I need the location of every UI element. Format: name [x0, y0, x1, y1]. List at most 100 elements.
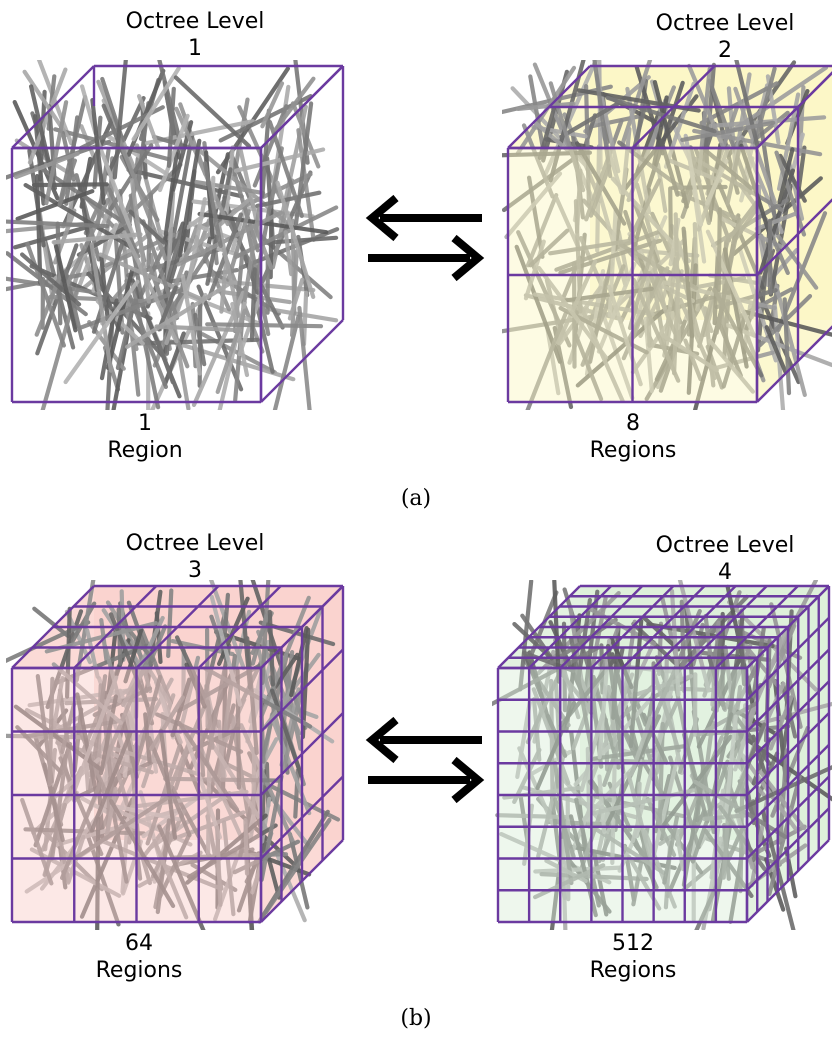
octree-cube-level-3: [6, 580, 345, 930]
level-4-title-text: Octree Level: [655, 533, 795, 558]
fiber: [630, 732, 664, 844]
fiber: [60, 702, 77, 754]
fiber: [696, 66, 712, 177]
fiber: [147, 265, 190, 369]
fiber: [712, 350, 775, 371]
fiber: [98, 694, 119, 776]
fiber: [90, 97, 106, 205]
fiber: [156, 285, 178, 332]
grid-line: [260, 319, 344, 403]
fiber: [533, 865, 623, 874]
fiber: [154, 678, 176, 740]
fiber: [272, 314, 301, 410]
fiber: [91, 241, 125, 334]
fiber: [250, 613, 269, 666]
fiber: [169, 784, 212, 859]
fiber: [616, 229, 631, 282]
fiber: [51, 662, 124, 725]
octree-cube-level-1: [6, 60, 345, 410]
fiber: [51, 232, 143, 245]
fiber: [703, 147, 754, 191]
fiber: [523, 653, 544, 698]
fiber-bundle: [6, 60, 340, 410]
fiber: [725, 323, 832, 368]
fiber: [293, 101, 314, 226]
fiber: [573, 333, 604, 402]
fiber: [715, 316, 743, 378]
fiber: [260, 108, 271, 199]
fiber: [217, 225, 241, 318]
fiber: [270, 688, 304, 778]
fiber: [166, 86, 176, 168]
grid-line: [197, 585, 282, 669]
fiber: [668, 158, 723, 184]
octree-cube-level-4: [492, 580, 832, 930]
fiber: [31, 182, 109, 188]
fiber: [641, 615, 681, 652]
level-1-count: 1: [138, 411, 152, 436]
fiber: [669, 588, 681, 697]
fiber: [58, 756, 104, 857]
fiber: [163, 705, 206, 802]
fiber: [215, 825, 223, 907]
fiber: [766, 623, 797, 689]
fiber: [504, 171, 563, 240]
fiber: [673, 212, 682, 346]
fiber: [535, 700, 577, 791]
fiber: [267, 119, 304, 218]
fiber: [14, 151, 80, 180]
fiber: [502, 311, 612, 334]
fiber: [297, 305, 312, 410]
level-2-region-count: 8 Regions: [568, 410, 698, 464]
fiber: [709, 788, 726, 880]
fiber: [552, 580, 561, 684]
fiber: [29, 847, 122, 898]
subdivision-grid: [506, 64, 832, 404]
grid-line: [746, 839, 830, 923]
fiber: [580, 264, 626, 367]
fiber: [25, 241, 67, 348]
fiber: [6, 219, 110, 229]
fiber: [158, 728, 178, 840]
fiber: [290, 249, 299, 338]
grid-line: [746, 775, 830, 860]
fiber: [119, 712, 139, 779]
fiber: [301, 290, 309, 347]
fiber: [502, 150, 584, 213]
bidirectional-arrows-icon: [365, 194, 485, 282]
fiber: [120, 664, 148, 708]
fiber: [774, 150, 807, 237]
fiber: [711, 198, 789, 248]
fiber: [64, 606, 72, 699]
fiber: [778, 748, 789, 845]
fiber: [704, 158, 729, 206]
fiber: [528, 228, 570, 268]
fiber: [89, 242, 114, 373]
fiber: [722, 247, 749, 369]
level-4-number: 4: [718, 560, 732, 585]
grid-line: [715, 585, 799, 669]
fiber: [630, 673, 694, 698]
fiber: [495, 813, 573, 820]
fiber: [584, 118, 624, 222]
fiber: [255, 190, 322, 208]
fiber: [782, 297, 792, 396]
level-4-unit: Regions: [589, 958, 677, 983]
fiber: [203, 666, 313, 729]
fiber: [123, 627, 144, 684]
level-1-unit: Region: [107, 438, 183, 463]
fiber: [196, 284, 244, 392]
fiber: [44, 100, 69, 206]
fiber: [583, 589, 600, 697]
fiber: [162, 331, 186, 387]
fiber: [102, 643, 122, 704]
fiber: [202, 161, 223, 248]
fiber: [757, 111, 780, 236]
fiber: [15, 189, 95, 221]
fiber: [712, 287, 764, 378]
fiber: [552, 760, 574, 886]
fiber: [75, 692, 99, 795]
grid-line: [652, 585, 737, 669]
level-2-count: 8: [626, 411, 640, 436]
fiber: [131, 66, 181, 142]
